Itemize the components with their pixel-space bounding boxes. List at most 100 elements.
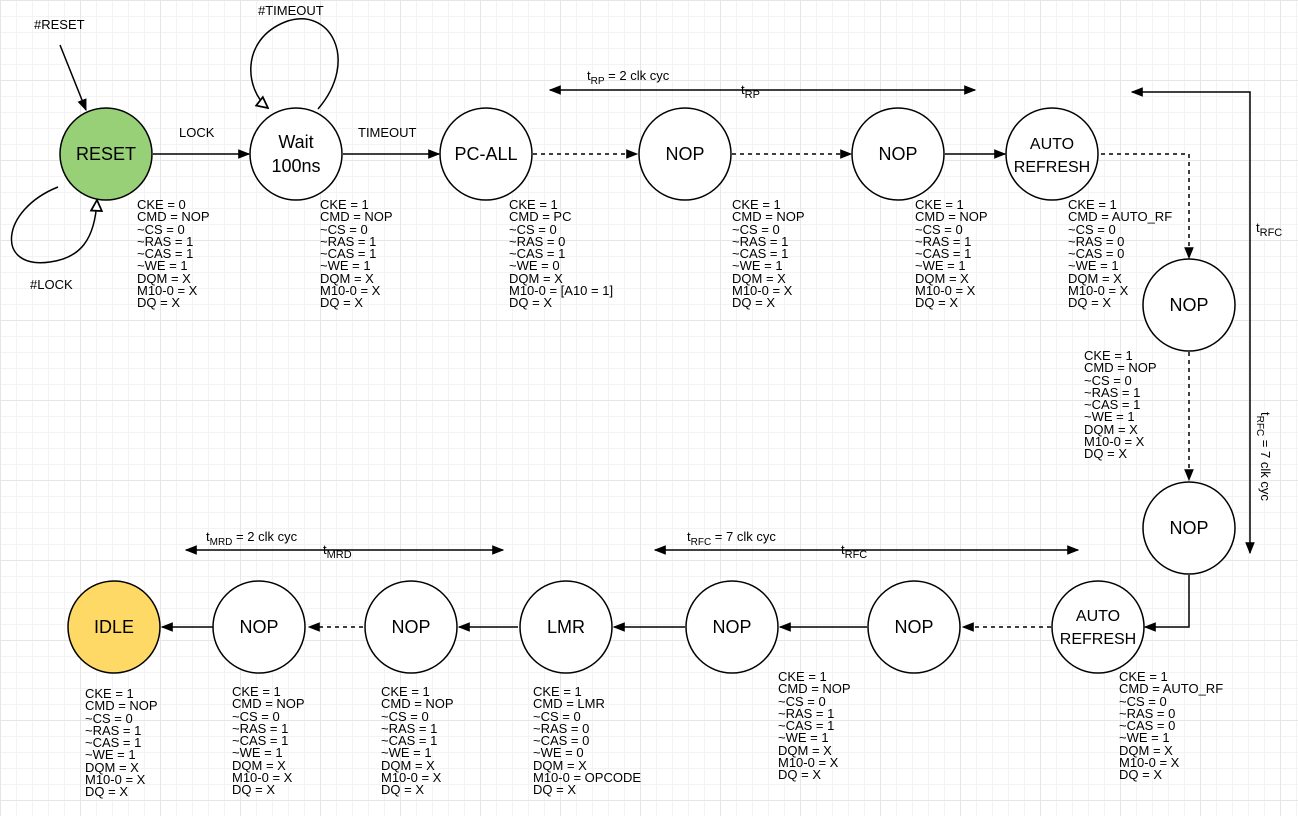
state-auto-refresh-1: AUTO REFRESH (1005, 107, 1099, 201)
state-label: NOP (1169, 295, 1208, 315)
signal-line: M10-0 = [A10 = 1] (509, 283, 614, 299)
state-label: NOP (878, 144, 917, 164)
signal-line: DQM = X (137, 270, 191, 286)
signal-line: ~CAS = 1 (320, 246, 377, 262)
trfc-bottom-mid-label: tRFC (841, 542, 867, 561)
signal-line: ~RAS = 1 (137, 233, 194, 249)
state-auto-refresh-2: AUTO REFRESH (1051, 580, 1145, 674)
signal-line: DQ = X (232, 782, 275, 798)
timeout-self-loop (250, 18, 339, 110)
timeout-loop-label: #TIMEOUT (258, 3, 324, 18)
signal-line: ~WE = 1 (85, 747, 136, 763)
signal-line: ~CS = 0 (137, 221, 185, 237)
signal-line: DQM = X (509, 270, 563, 286)
state-label: NOP (712, 617, 751, 637)
signal-line: ~WE = 1 (1068, 258, 1119, 274)
signal-line: DQM = X (232, 757, 286, 773)
state-label: RESET (76, 144, 136, 164)
state-nop-8: NOP (212, 580, 306, 674)
signal-line: ~CAS = 1 (85, 735, 142, 751)
signal-line: CKE = 1 (320, 197, 369, 212)
signal-line: CKE = 1 (232, 684, 281, 699)
signal-line: ~CAS = 1 (232, 733, 289, 749)
signal-line: CKE = 1 (1068, 197, 1117, 212)
signal-line: DQ = X (320, 295, 363, 311)
signal-line: DQM = X (778, 742, 832, 758)
state-nop-3: NOP (1142, 258, 1236, 352)
reset-input-label: #RESET (34, 17, 85, 32)
trp-mid-label: tRP (741, 82, 760, 101)
signal-line: M10-0 = X (137, 283, 198, 299)
signal-line: DQ = X (85, 784, 128, 800)
signal-line: ~RAS = 0 (1119, 705, 1176, 721)
state-label: NOP (239, 617, 278, 637)
signal-line: DQ = X (1084, 446, 1127, 462)
signal-line: CKE = 1 (85, 686, 134, 701)
signal-line: ~RAS = 1 (1084, 384, 1141, 400)
signal-line: ~CAS = 1 (509, 246, 566, 262)
trfc-side-label: tRFC = 7 clk cyc (1254, 412, 1273, 501)
timeout-edge-label: TIMEOUT (358, 125, 417, 140)
signal-line: DQM = X (915, 270, 969, 286)
signal-line: ~RAS = 0 (509, 233, 566, 249)
signal-line: CKE = 1 (778, 669, 827, 684)
signal-line: DQ = X (732, 295, 775, 311)
signal-line: DQ = X (533, 782, 576, 798)
signal-line: M10-0 = OPCODE (533, 770, 642, 786)
signal-line: DQ = X (381, 782, 424, 798)
signal-line: ~RAS = 1 (232, 720, 289, 736)
signal-line: CKE = 1 (1119, 669, 1168, 684)
signal-line: CMD = PC (509, 209, 572, 225)
signal-line: M10-0 = X (1084, 434, 1145, 450)
signal-line: M10-0 = X (85, 772, 146, 788)
signal-line: CKE = 1 (732, 197, 781, 212)
state-pc-all: PC-ALL (439, 107, 533, 201)
signal-line: ~CS = 0 (1068, 221, 1116, 237)
signal-line: ~CS = 0 (232, 708, 280, 724)
signal-line: ~CS = 0 (732, 221, 780, 237)
lock-self-loop (10, 186, 97, 264)
tmrd-label: tMRD = 2 clk cyc (206, 529, 298, 548)
state-label: REFRESH (1014, 159, 1090, 176)
signal-line: ~WE = 1 (732, 258, 783, 274)
reset-input-arrow (59, 44, 87, 112)
signal-line: DQM = X (1084, 421, 1138, 437)
signal-line: CMD = NOP (732, 209, 805, 225)
signal-line: M10-0 = X (1068, 283, 1129, 299)
signal-line: ~CAS = 1 (381, 733, 438, 749)
trp-label: tRP = 2 clk cyc (587, 68, 670, 87)
signal-line: ~WE = 1 (915, 258, 966, 274)
signal-line: ~CAS = 1 (1084, 397, 1141, 413)
signal-line: ~RAS = 1 (732, 233, 789, 249)
state-lmr: LMR (519, 580, 613, 674)
signal-line: CMD = LMR (533, 696, 605, 712)
state-label: PC-ALL (454, 144, 517, 164)
signal-line: M10-0 = X (915, 283, 976, 299)
signal-line: CMD = NOP (232, 696, 305, 712)
state-nop-4: NOP (1142, 481, 1236, 575)
signal-line: M10-0 = X (1119, 755, 1180, 771)
lock-edge-label: LOCK (179, 125, 215, 140)
signal-line: DQ = X (509, 295, 552, 311)
signal-line: ~WE = 1 (778, 730, 829, 746)
signal-line: CKE = 1 (915, 197, 964, 212)
signal-line: ~RAS = 0 (1068, 233, 1125, 249)
signal-line: ~WE = 0 (533, 745, 584, 761)
signal-line: ~WE = 1 (320, 258, 371, 274)
signal-line: ~RAS = 1 (381, 720, 438, 736)
state-label: LMR (547, 617, 585, 637)
signal-line: CMD = NOP (381, 696, 454, 712)
signal-line: CKE = 1 (509, 197, 558, 212)
state-nop-6: NOP (685, 580, 779, 674)
signal-line: CMD = AUTO_RF (1119, 681, 1224, 697)
signal-line: ~WE = 1 (232, 745, 283, 761)
signal-line: CKE = 1 (381, 684, 430, 699)
state-nop-5: NOP (867, 580, 961, 674)
